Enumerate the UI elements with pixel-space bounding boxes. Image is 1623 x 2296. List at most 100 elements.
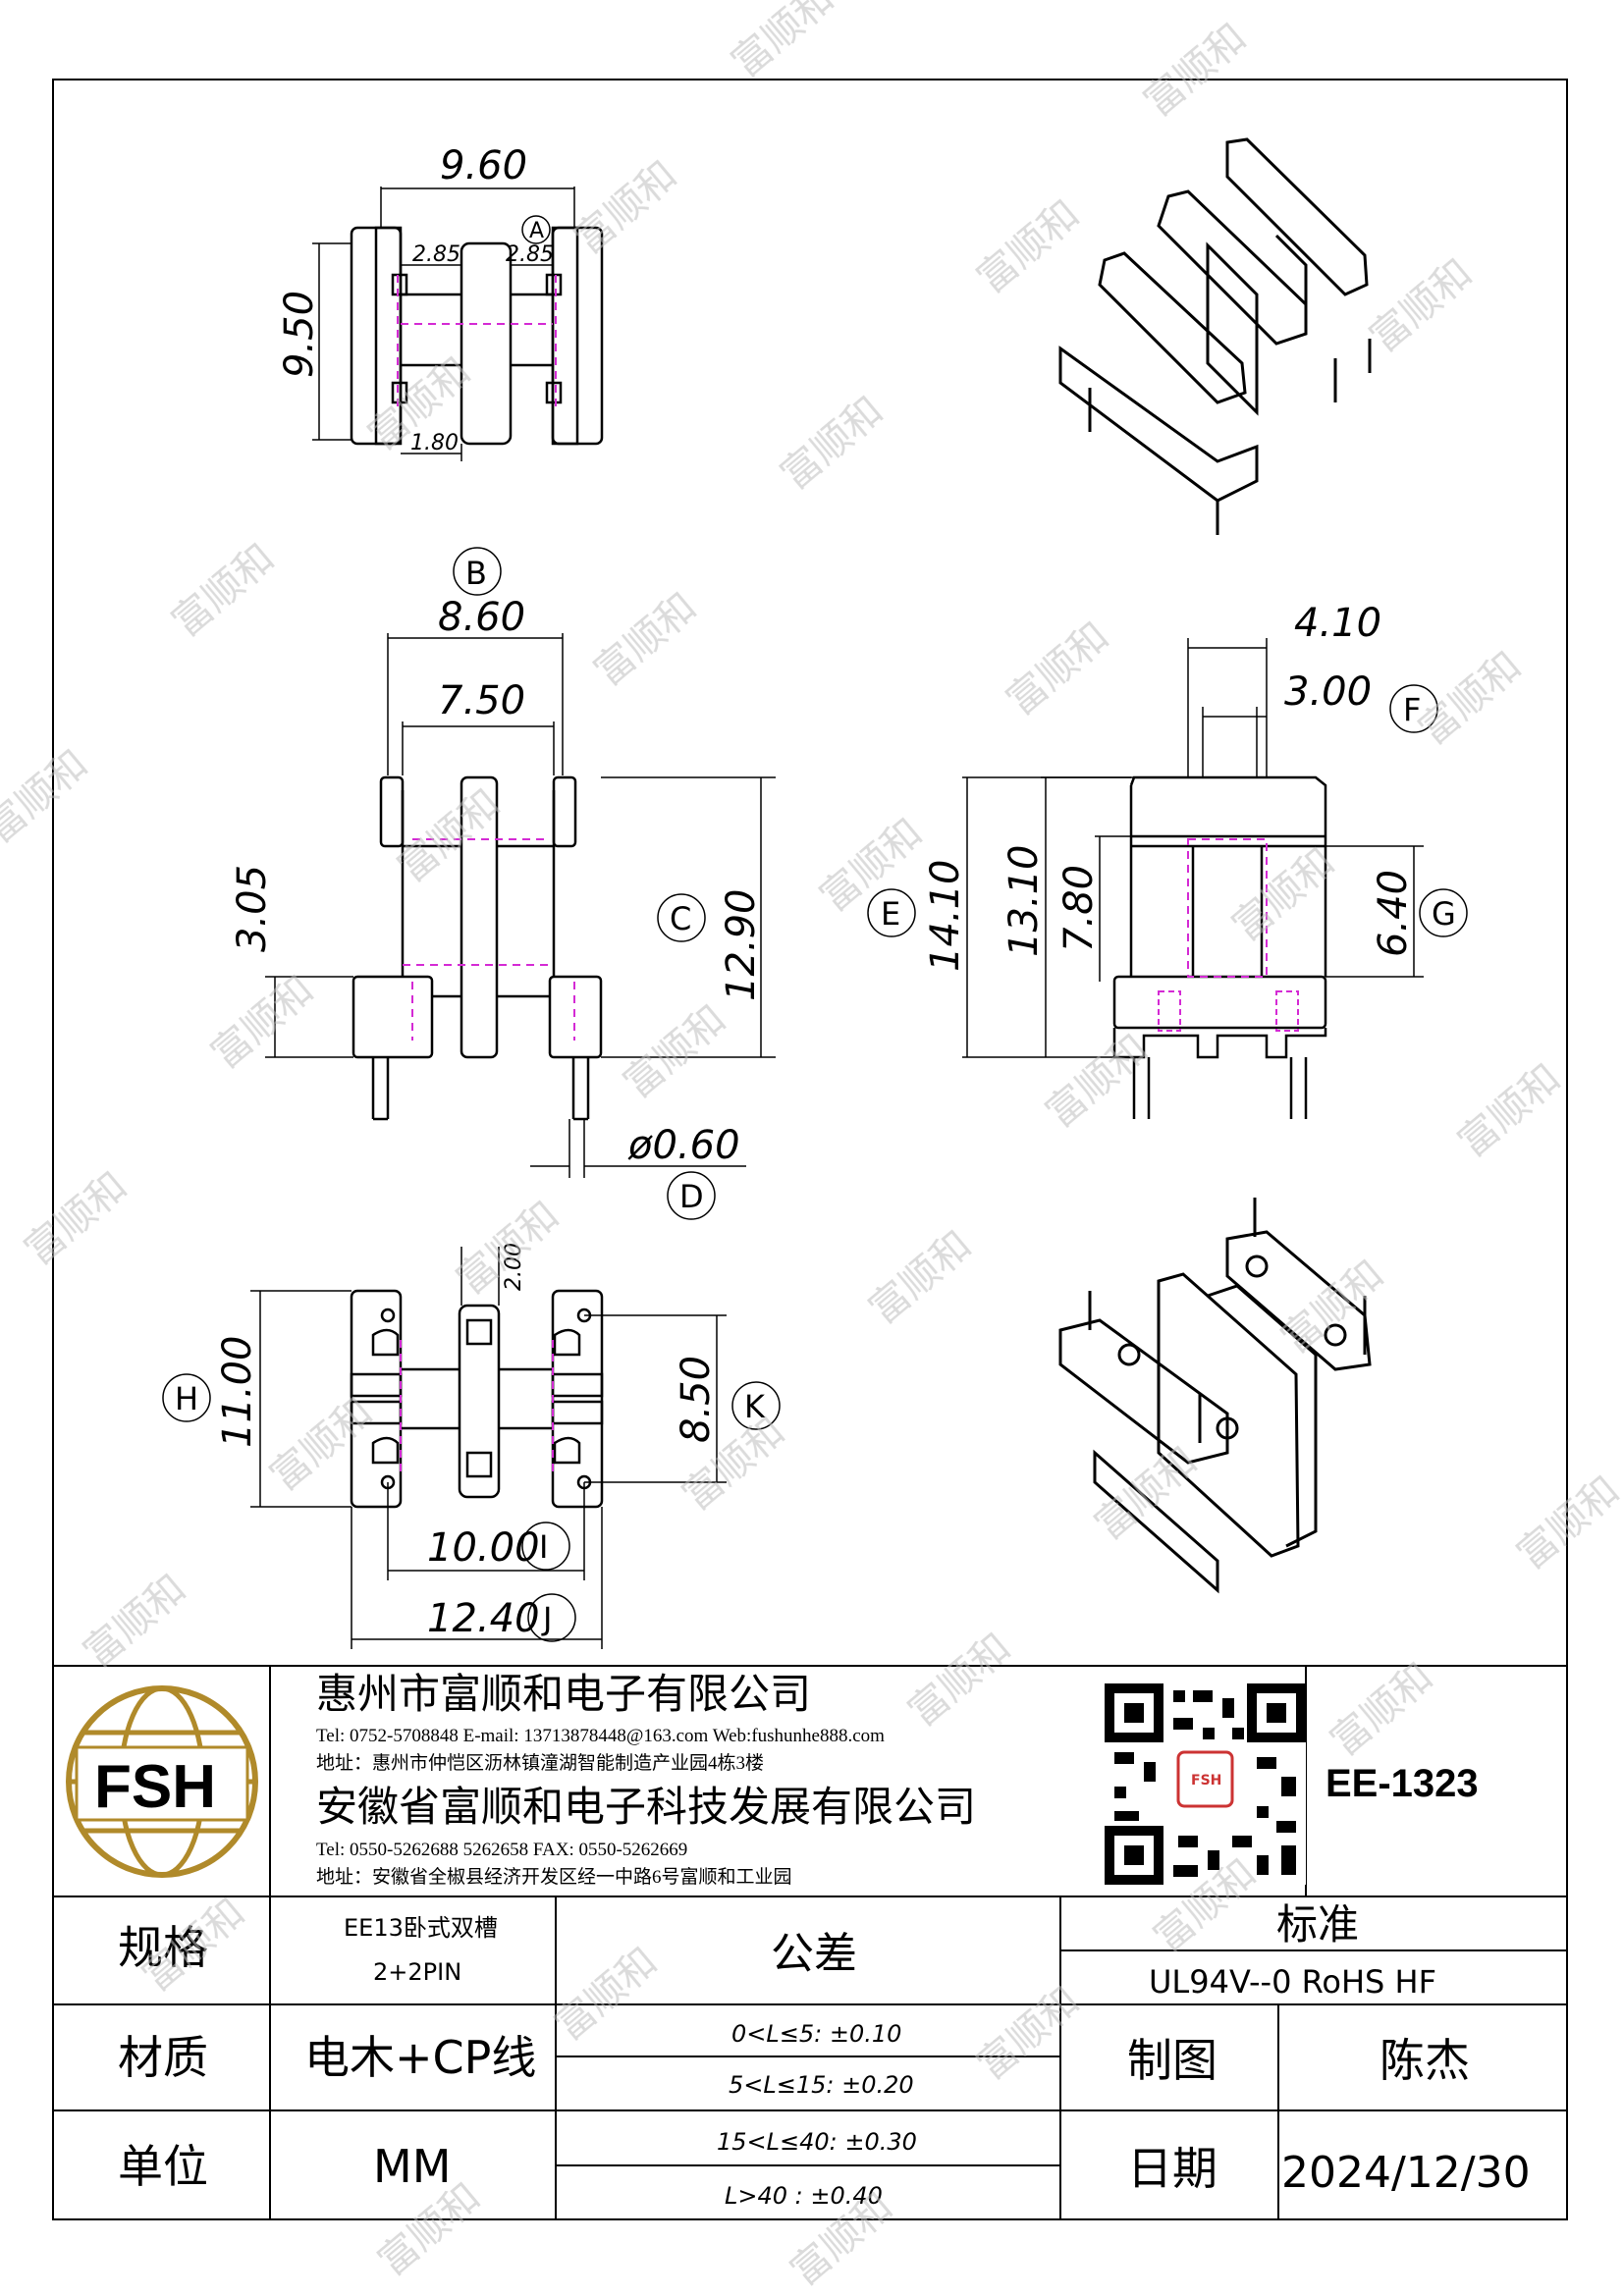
callout-j-circle [527, 1593, 576, 1642]
date-label: 日期 [1127, 2142, 1217, 2195]
svg-text:富顺和: 富顺和 [900, 1625, 1019, 1735]
tolerance-label: 公差 [771, 1929, 857, 1979]
dim-top-slot-left: 2.85 [412, 242, 460, 267]
dim-bottom-pin-offset: 2.00 [502, 1243, 526, 1291]
callout-a-circle [521, 215, 551, 244]
callout-g-circle [1419, 888, 1468, 937]
svg-text:富顺和: 富顺和 [999, 614, 1117, 723]
material-label: 材质 [118, 2031, 208, 2084]
top-view-dimensions [312, 187, 575, 461]
callout-e: E [881, 895, 900, 933]
dim-side-height-window: 7.80 [1056, 865, 1102, 952]
dim-bottom-width-total: 12.40 [427, 1596, 540, 1641]
svg-text:富顺和: 富顺和 [390, 780, 509, 890]
svg-text:富顺和: 富顺和 [1411, 643, 1530, 753]
callout-k-circle [731, 1381, 781, 1430]
dim-side-depth-outer: 4.10 [1294, 601, 1381, 646]
qr-center-label: FSH [1191, 1773, 1221, 1789]
svg-text:富顺和: 富顺和 [586, 584, 705, 694]
svg-text:富顺和: 富顺和 [76, 1566, 194, 1676]
front-view-dimensions [265, 633, 776, 1178]
dim-front-width-outer: 8.60 [438, 595, 525, 640]
logo-text: FSH [94, 1753, 216, 1821]
standard-value: UL94V--0 RoHS HF [1149, 1963, 1436, 2001]
svg-text:富顺和: 富顺和 [164, 535, 283, 645]
material-value: 电木+CP线 [304, 2031, 536, 2084]
side-view [1112, 775, 1327, 1119]
svg-text:富顺和: 富顺和 [203, 967, 322, 1077]
callout-k: K [744, 1388, 766, 1425]
company1-name: 惠州市富顺和电子有限公司 [316, 1670, 811, 1718]
svg-text:富顺和: 富顺和 [1509, 1468, 1623, 1577]
company2-address: 地址：安徽省全椒县经济开发区经一中路6号富顺和工业园 [316, 1866, 792, 1888]
isometric-view-top [1058, 137, 1372, 535]
dim-top-height-total: 9.50 [277, 291, 322, 378]
callout-d-circle [667, 1171, 716, 1220]
svg-text:富顺和: 富顺和 [262, 1389, 381, 1499]
dim-side-height-g: 6.40 [1371, 870, 1416, 957]
callout-d: D [679, 1178, 704, 1215]
dim-bottom-pin-pitch: 10.00 [427, 1525, 540, 1571]
isometric-view-bottom [1058, 1198, 1372, 1594]
svg-text:富顺和: 富顺和 [1362, 250, 1481, 360]
svg-text:富顺和: 富顺和 [724, 0, 842, 86]
side-view-dimensions [962, 638, 1424, 1058]
part-number: EE-1323 [1325, 1762, 1479, 1805]
svg-text:富顺和: 富顺和 [1450, 1055, 1569, 1165]
tolerance-row-2: 5<L≤15: ±0.20 [729, 2071, 914, 2099]
company1-contact: Tel: 0752-5708848 E-mail: 13713878448@16… [316, 1726, 885, 1746]
unit-label: 单位 [118, 2140, 208, 2193]
bottom-view [350, 1289, 604, 1509]
dim-pin-diameter: ø0.60 [627, 1123, 740, 1168]
drawn-value: 陈杰 [1380, 2034, 1470, 2087]
svg-text:富顺和: 富顺和 [969, 191, 1088, 301]
svg-text:富顺和: 富顺和 [969, 1978, 1088, 2088]
callout-a: A [529, 219, 544, 243]
svg-text:富顺和: 富顺和 [0, 741, 96, 851]
dim-front-flange-height: 3.05 [230, 865, 275, 952]
callout-e-circle [867, 888, 916, 937]
svg-text:富顺和: 富顺和 [1136, 15, 1255, 125]
svg-text:富顺和: 富顺和 [547, 1939, 666, 2049]
tolerance-row-1: 0<L≤5: ±0.10 [731, 2020, 901, 2048]
spec-value-line2: 2+2PIN [373, 1958, 461, 1986]
date-value: 2024/12/30 [1281, 2148, 1531, 2198]
svg-text:富顺和: 富顺和 [17, 1163, 135, 1273]
dim-front-height: 12.90 [719, 888, 764, 1001]
svg-text:富顺和: 富顺和 [773, 388, 892, 498]
callout-f-circle [1389, 684, 1438, 733]
callout-c: C [670, 900, 691, 937]
callout-b-circle [453, 547, 502, 596]
svg-text:富顺和: 富顺和 [1323, 1654, 1441, 1764]
company-logo: FSH [66, 1685, 258, 1878]
front-view [352, 775, 603, 1121]
tolerance-row-3: 15<L≤40: ±0.30 [717, 2128, 917, 2156]
dim-top-center-width: 1.80 [410, 431, 459, 455]
unit-value: MM [373, 2140, 451, 2193]
qr-code: FSH [1105, 1683, 1306, 1885]
company1-address: 地址：惠州市仲恺区沥林镇潼湖智能制造产业园4栋3楼 [316, 1752, 764, 1774]
svg-text:富顺和: 富顺和 [1087, 1438, 1206, 1548]
dim-side-height-total: 14.10 [923, 859, 968, 972]
dim-side-depth-inner: 3.00 [1284, 669, 1372, 715]
spec-label: 规格 [118, 1921, 208, 1974]
tolerance-row-4: L>40 : ±0.40 [725, 2182, 883, 2210]
callout-h: H [175, 1380, 198, 1417]
top-view [350, 226, 604, 446]
callout-i: I [539, 1528, 548, 1566]
svg-text:富顺和: 富顺和 [567, 152, 685, 262]
dim-front-width-inner: 7.50 [438, 678, 525, 723]
title-block [53, 1665, 1567, 2219]
spec-value-line1: EE13卧式双槽 [344, 1914, 498, 1942]
callout-g: G [1432, 895, 1456, 933]
svg-text:富顺和: 富顺和 [616, 996, 734, 1106]
standard-label: 标准 [1276, 1900, 1359, 1949]
callout-c-circle [657, 893, 706, 942]
dim-bottom-height-total: 11.00 [215, 1335, 260, 1448]
callout-b: B [465, 555, 487, 592]
callout-f: F [1403, 691, 1421, 728]
callout-h-circle [162, 1373, 211, 1422]
dim-top-slot-right: 2.85 [506, 242, 554, 267]
svg-text:富顺和: 富顺和 [1038, 1026, 1157, 1136]
